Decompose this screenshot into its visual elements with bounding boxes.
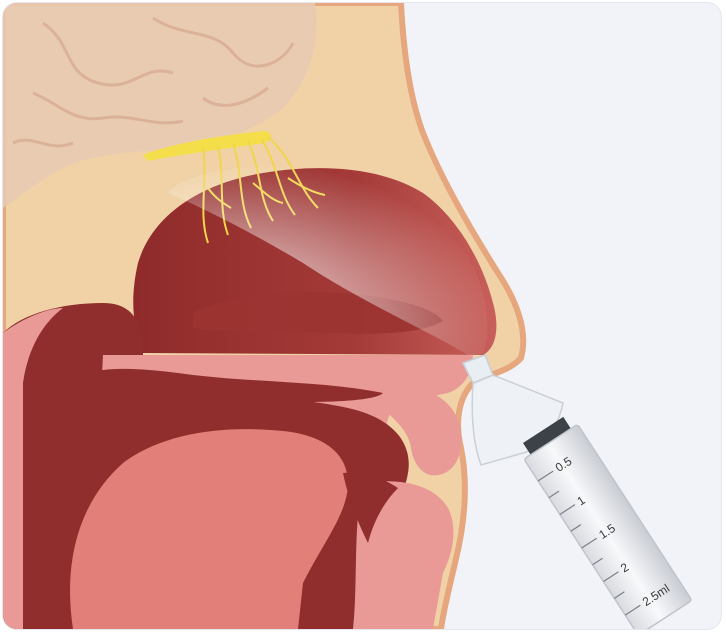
syringe: 0.5 1 1.5 2 2.5ml <box>516 413 692 629</box>
nasal-anatomy-illustration: 0.5 1 1.5 2 2.5ml <box>3 3 721 629</box>
illustration-frame: 0.5 1 1.5 2 2.5ml <box>3 3 721 629</box>
